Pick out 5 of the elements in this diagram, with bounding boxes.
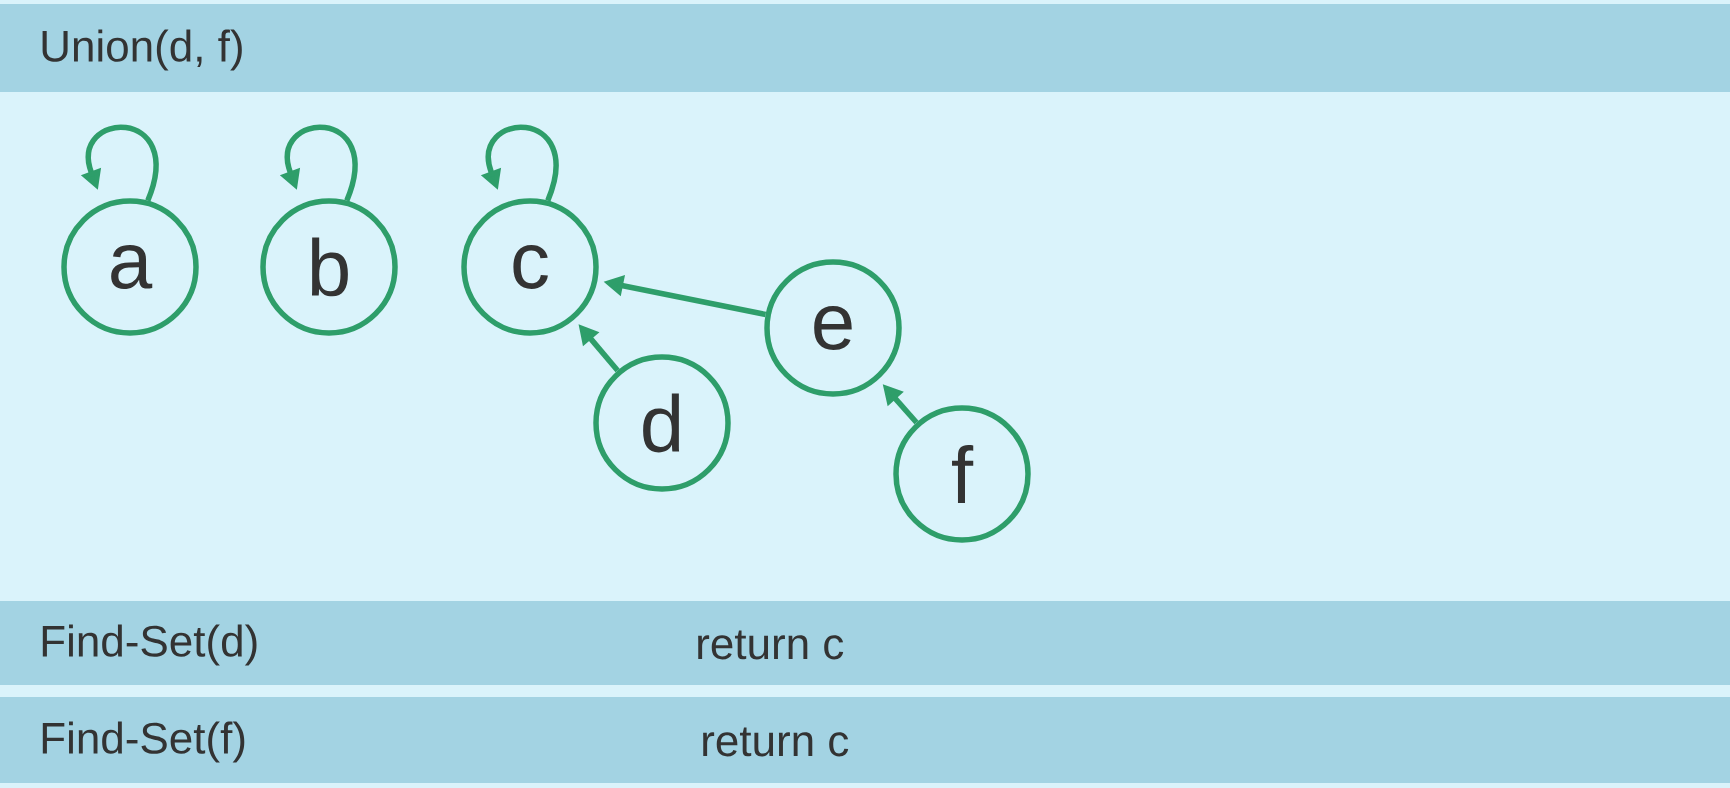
band-text: Union(d, f) [42,29,242,71]
band-text: return c [698,630,844,660]
band-text: Find-Set(f) [42,721,245,763]
band-text: return c [703,727,849,757]
band-text: Find-Set(d) [42,624,257,666]
